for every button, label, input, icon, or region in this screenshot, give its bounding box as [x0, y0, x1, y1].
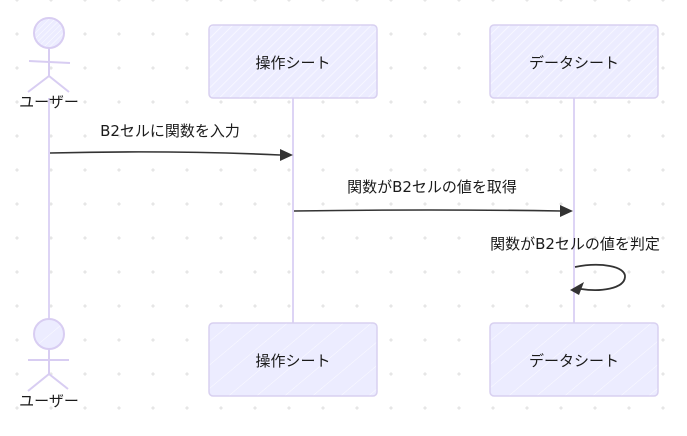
arrowhead-icon	[560, 205, 573, 217]
actor-user-label: ユーザー	[19, 392, 79, 410]
participant-op-bottom[interactable]: 操作シート	[208, 322, 378, 397]
participant-op-label: 操作シート	[255, 54, 330, 72]
actor-head-icon	[33, 17, 65, 49]
participant-data-label: データシート	[529, 54, 619, 72]
message-arrow	[49, 151, 281, 156]
message-label: 関数がB2セルの値を判定	[490, 235, 660, 253]
arrowhead-icon	[280, 149, 293, 161]
participant-op-label: 操作シート	[255, 352, 330, 370]
participant-op-top[interactable]: 操作シート	[208, 24, 378, 99]
actor-user-label: ユーザー	[19, 93, 79, 111]
participant-data-top[interactable]: データシート	[489, 24, 659, 99]
actor-user-top[interactable]: ユーザー	[19, 17, 79, 111]
message-1[interactable]: B2セルに関数を入力	[49, 122, 293, 161]
message-arrow	[293, 209, 562, 212]
message-arrow	[574, 264, 626, 291]
participant-data-label: データシート	[529, 352, 619, 370]
actor-user-bottom[interactable]: ユーザー	[19, 318, 79, 410]
message-3[interactable]: 関数がB2セルの値を判定	[490, 235, 660, 295]
message-label: B2セルに関数を入力	[100, 122, 240, 140]
message-2[interactable]: 関数がB2セルの値を取得	[293, 178, 573, 217]
arrowhead-icon	[570, 282, 584, 295]
message-label: 関数がB2セルの値を取得	[347, 178, 517, 196]
actor-head-icon	[33, 318, 65, 350]
participant-data-bottom[interactable]: データシート	[489, 322, 659, 397]
